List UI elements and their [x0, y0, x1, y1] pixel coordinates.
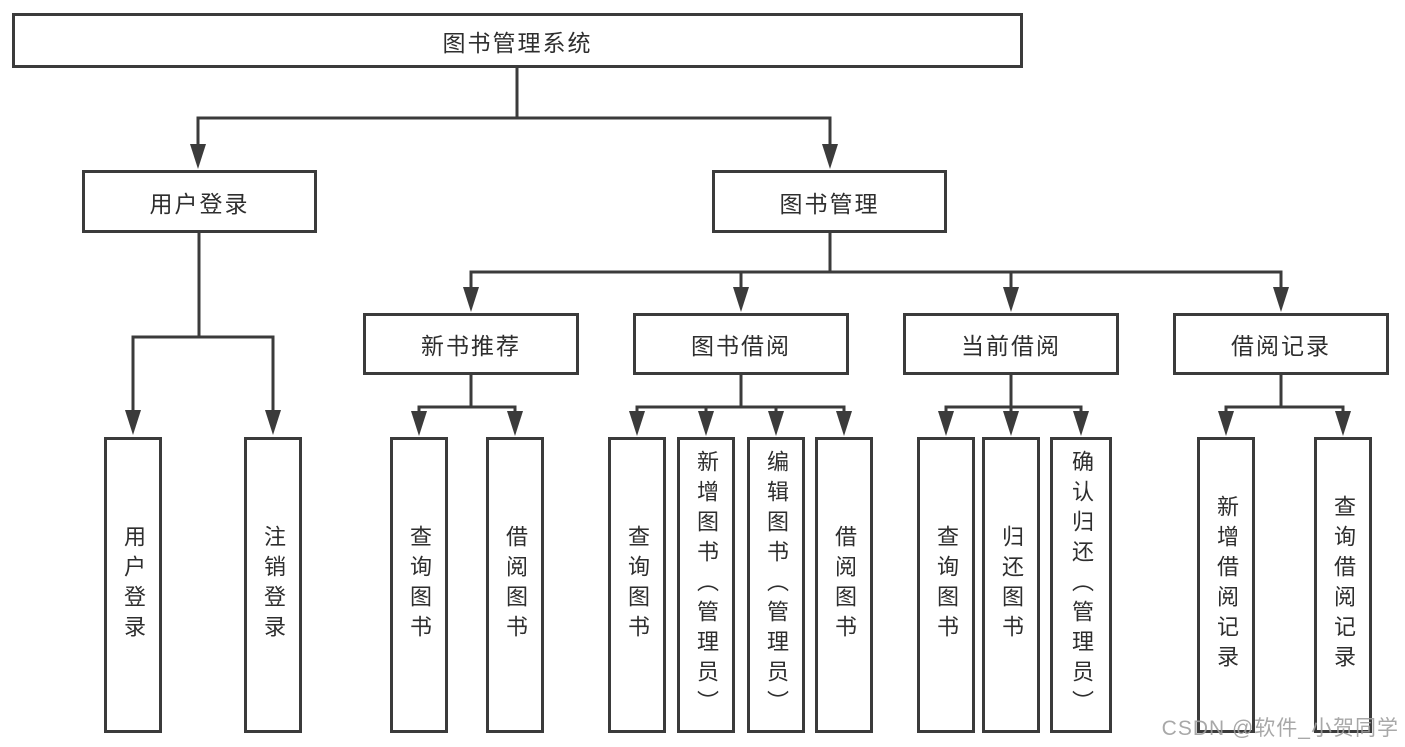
csdn-watermark: CSDN @软件_小贺同学 — [1161, 717, 1399, 740]
leaf-current-query-book: 查询图书 — [917, 437, 975, 733]
node-book-management: 图书管理 — [712, 170, 947, 233]
leaf-borrowing-borrow-book: 借阅图书 — [815, 437, 873, 733]
node-root-label: 图书管理系统 — [442, 29, 593, 56]
leaf-user-login: 用户登录 — [104, 437, 162, 733]
leaf-records-add-record: 新增借阅记录 — [1197, 437, 1255, 733]
leaf-records-query-record: 查询借阅记录 — [1314, 437, 1372, 733]
leaf-records-query-record-label: 查询借阅记录 — [1331, 495, 1356, 675]
leaf-current-return-book: 归还图书 — [982, 437, 1040, 733]
leaf-recommend-borrow-book-label: 借阅图书 — [503, 525, 528, 645]
node-current-borrowing: 当前借阅 — [903, 313, 1119, 375]
leaf-recommend-query-book: 查询图书 — [390, 437, 448, 733]
leaf-current-return-book-label: 归还图书 — [999, 525, 1024, 645]
node-new-book-recommend-label: 新书推荐 — [421, 333, 521, 359]
leaf-borrowing-query-book-label: 查询图书 — [625, 525, 650, 645]
leaf-logout: 注销登录 — [244, 437, 302, 733]
node-book-management-label: 图书管理 — [779, 190, 880, 217]
node-borrowing-records-label: 借阅记录 — [1231, 333, 1331, 359]
leaf-logout-label: 注销登录 — [261, 525, 286, 645]
leaf-borrowing-borrow-book-label: 借阅图书 — [832, 525, 857, 645]
leaf-borrowing-add-book-admin-label: 新增图书（管理员） — [694, 450, 719, 720]
node-book-borrowing: 图书借阅 — [633, 313, 849, 375]
node-book-borrowing-label: 图书借阅 — [691, 333, 791, 359]
node-borrowing-records: 借阅记录 — [1173, 313, 1389, 375]
node-user-login: 用户登录 — [82, 170, 317, 233]
node-new-book-recommend: 新书推荐 — [363, 313, 579, 375]
node-root: 图书管理系统 — [12, 13, 1023, 68]
leaf-current-query-book-label: 查询图书 — [934, 525, 959, 645]
node-current-borrowing-label: 当前借阅 — [961, 333, 1061, 359]
leaf-borrowing-edit-book-admin-label: 编辑图书（管理员） — [764, 450, 789, 720]
leaf-current-confirm-return-admin-label: 确认归还（管理员） — [1069, 450, 1094, 720]
leaf-user-login-label: 用户登录 — [121, 525, 146, 645]
leaf-borrowing-query-book: 查询图书 — [608, 437, 666, 733]
leaf-borrowing-add-book-admin: 新增图书（管理员） — [677, 437, 735, 733]
leaf-recommend-borrow-book: 借阅图书 — [486, 437, 544, 733]
node-user-login-label: 用户登录 — [149, 190, 250, 217]
leaf-borrowing-edit-book-admin: 编辑图书（管理员） — [747, 437, 805, 733]
leaf-records-add-record-label: 新增借阅记录 — [1214, 495, 1239, 675]
leaf-recommend-query-book-label: 查询图书 — [407, 525, 432, 645]
leaf-current-confirm-return-admin: 确认归还（管理员） — [1050, 437, 1112, 733]
